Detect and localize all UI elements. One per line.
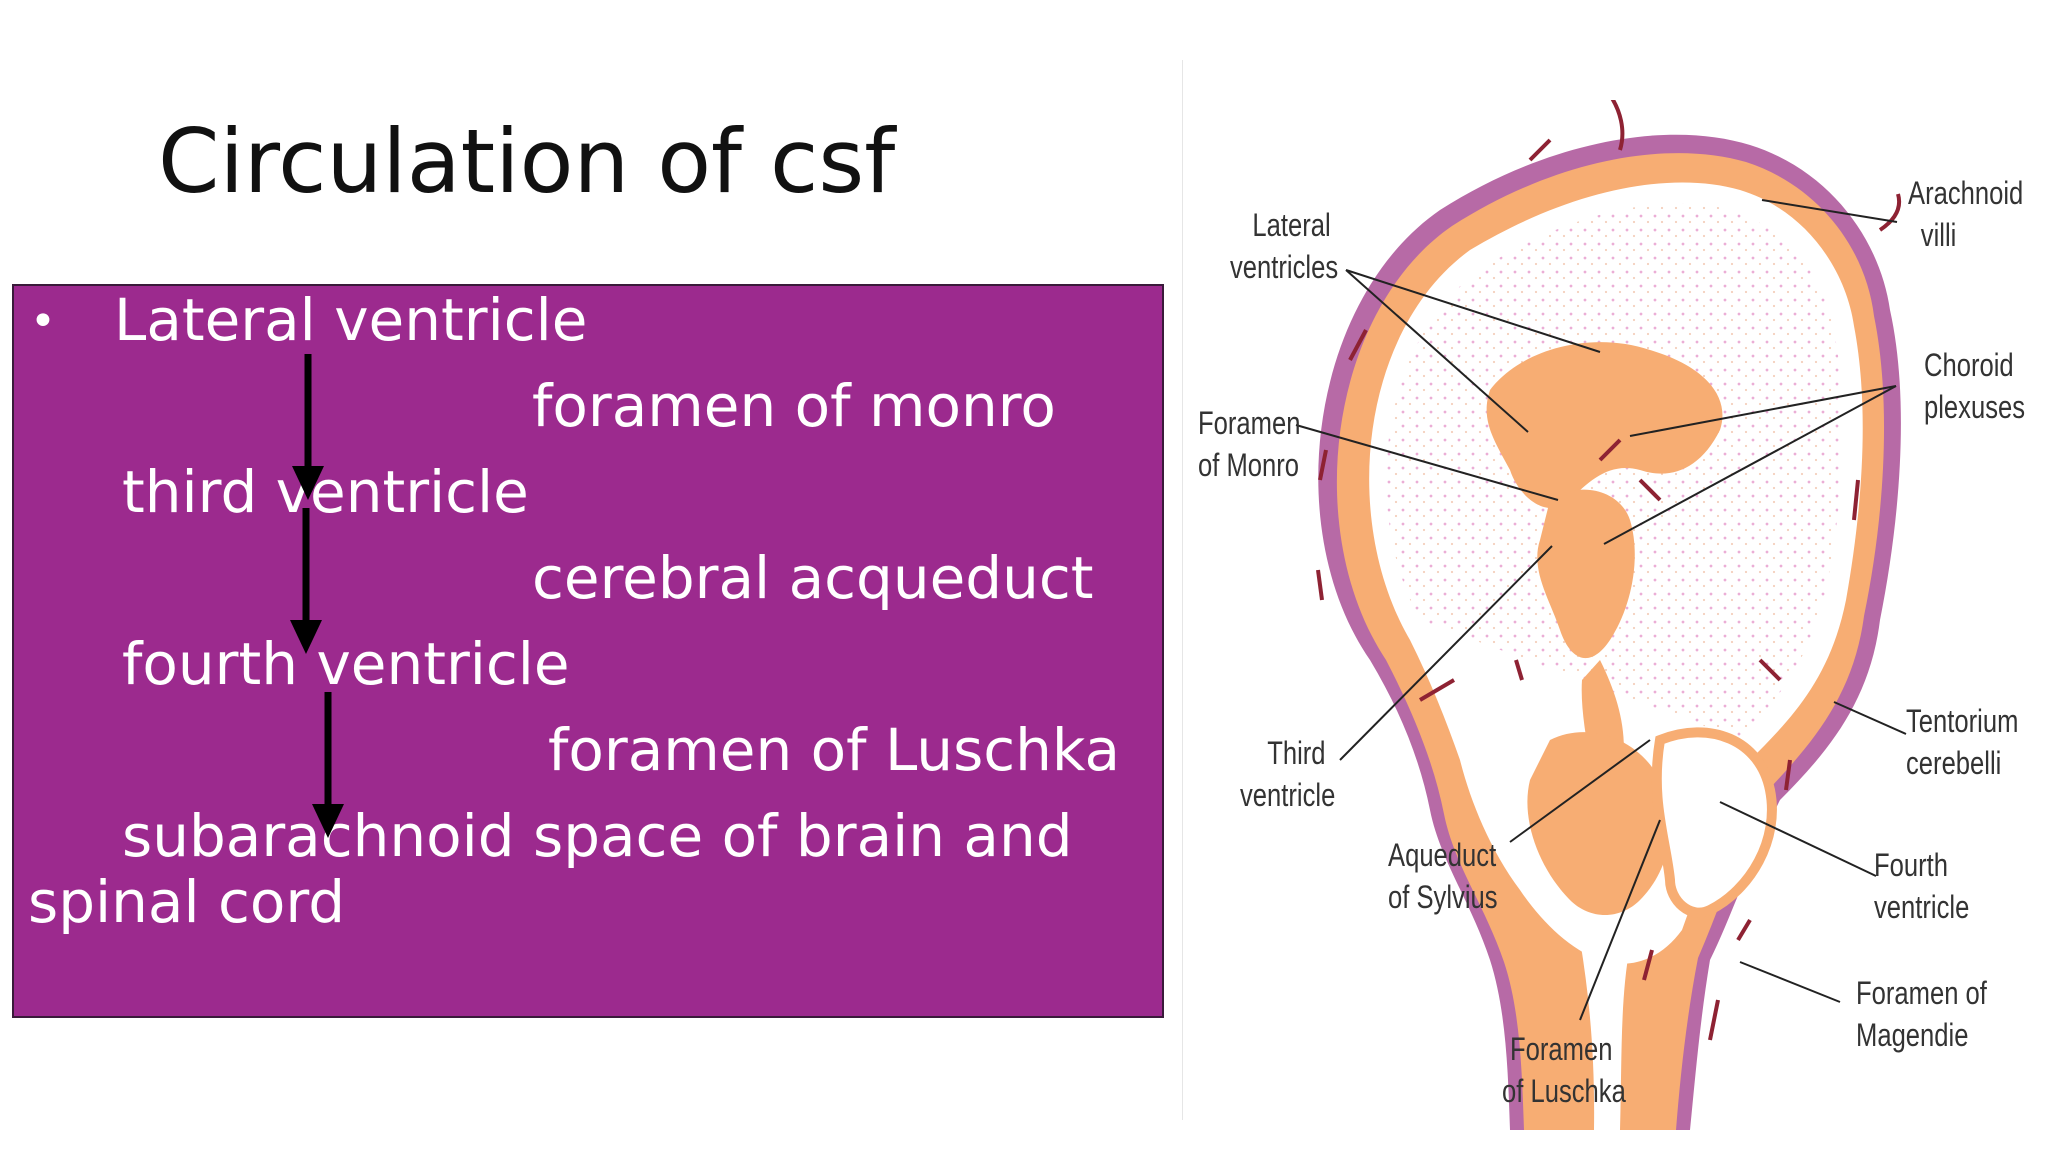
cerebellum-folds bbox=[1651, 727, 1777, 918]
label-choroid-plexuses: Choroid plexuses bbox=[1924, 347, 2026, 425]
label-fourth-ventricle: Fourth ventricle bbox=[1874, 847, 1970, 925]
lateral-ventricle-shape bbox=[1486, 342, 1723, 509]
label-foramen-of-monro: Foramen of Monro bbox=[1198, 405, 1301, 483]
step-cerebral-acqueduct: cerebral acqueduct bbox=[532, 544, 1094, 612]
step-lateral-ventricle: Lateral ventricle bbox=[114, 286, 588, 354]
leader-lines bbox=[1295, 199, 1907, 1021]
csf-circulation-diagram: Lateral ventricles Foramen of Monro Thir… bbox=[1190, 100, 2048, 1130]
step-foramen-of-monro: foramen of monro bbox=[532, 372, 1056, 440]
label-lateral-ventricles: Lateral ventricles bbox=[1230, 207, 1339, 285]
slide-title: Circulation of csf bbox=[158, 110, 896, 213]
csf-flow-box: • Lateral ventricle foramen of monro thi… bbox=[12, 284, 1164, 1018]
label-tentorium-cerebelli: Tentorium cerebelli bbox=[1906, 703, 2019, 781]
third-ventricle-shape bbox=[1537, 489, 1635, 659]
step-subarachnoid-space: subarachnoid space of brain and bbox=[122, 802, 1073, 870]
figure-divider bbox=[1182, 60, 1183, 1120]
label-foramen-of-magendie: Foramen of Magendie bbox=[1856, 975, 1987, 1053]
brain-illustration bbox=[1295, 100, 1907, 1130]
down-arrow-2 bbox=[290, 508, 322, 654]
label-third-ventricle: Third ventricle bbox=[1240, 735, 1336, 813]
down-arrow-1 bbox=[292, 354, 324, 500]
label-foramen-of-luschka: Foramen of Luschka bbox=[1502, 1031, 1626, 1109]
label-arachnoid-villi: Arachnoid villi bbox=[1908, 175, 2024, 253]
bullet: • bbox=[30, 296, 56, 347]
fourth-ventricle-shape bbox=[1527, 732, 1671, 915]
step-fourth-ventricle: fourth ventricle bbox=[122, 630, 570, 698]
step-spinal-cord: spinal cord bbox=[28, 868, 346, 936]
step-foramen-of-luschka: foramen of Luschka bbox=[548, 716, 1121, 784]
label-aqueduct-of-sylvius: Aqueduct of Sylvius bbox=[1388, 837, 1498, 915]
csf-flow-arrows bbox=[1316, 100, 1901, 1041]
step-third-ventricle: third ventricle bbox=[122, 458, 529, 526]
down-arrow-3 bbox=[312, 692, 344, 838]
